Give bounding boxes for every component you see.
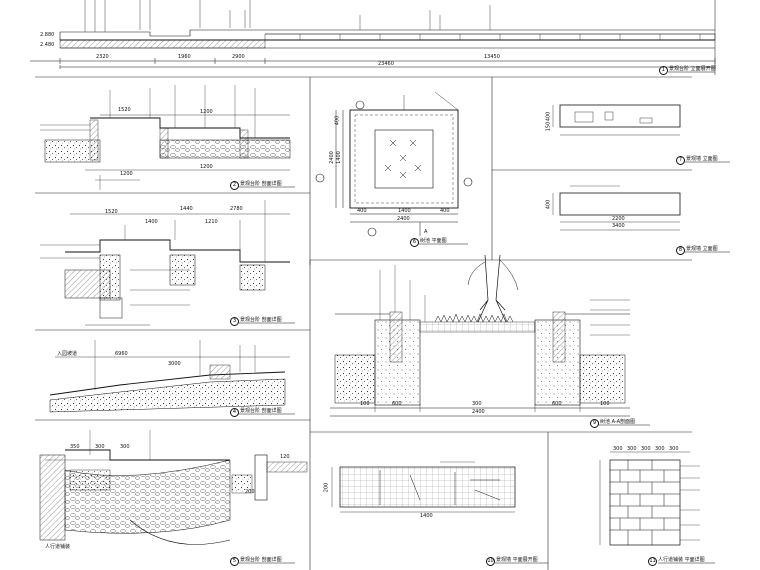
sec2-dim: 1200	[200, 109, 213, 115]
wall2-dim: 400	[545, 199, 552, 210]
title-2: 景观台阶 剖面详图	[240, 181, 282, 187]
sec4-dim: 6960	[115, 351, 128, 357]
plan-dim-v: 1400	[335, 151, 342, 164]
elev-level-2: 2.480	[40, 42, 55, 48]
plan-dim-v: 400	[334, 115, 341, 126]
pool-dim: 100	[360, 401, 370, 407]
title-10: 景观墙 平面展开图	[496, 557, 538, 563]
title-6: 树池 平面图	[420, 238, 447, 244]
pool-dim: 600	[552, 401, 562, 407]
sign-dim: 1400	[420, 513, 433, 519]
plan-dim: 400	[440, 208, 450, 214]
sign-dim: 200	[323, 482, 330, 493]
pool-dim: 300	[472, 401, 482, 407]
sec2-dim: 1520	[118, 107, 131, 113]
title-number-7: 7	[676, 156, 685, 165]
step-section-2	[40, 200, 290, 326]
paving-label: 人行道铺装	[45, 544, 71, 550]
title-number-8: 8	[676, 246, 685, 255]
tree-pool-plan	[315, 91, 473, 237]
sec5-dim: 200	[245, 489, 255, 495]
elev-dim: 2320	[96, 54, 109, 60]
plan-dim-v: 2400	[328, 151, 335, 164]
section-marker: A	[424, 229, 428, 235]
title-number-5: 5	[230, 557, 239, 566]
sec3-dim: 1440	[180, 206, 193, 212]
title-8: 景观墙 立面图	[686, 246, 718, 252]
title-4: 景观台阶 剖面详图	[240, 408, 282, 414]
wall2-dim: 2200	[612, 216, 625, 222]
paving-dim: 300	[655, 446, 665, 452]
ramp-label: 入园坡道	[57, 351, 78, 357]
ramp-section	[49, 340, 290, 413]
pool-dim: 100	[600, 401, 610, 407]
elev-dim-total: 23460	[378, 61, 394, 67]
sec4-dim: 3000	[168, 361, 181, 367]
paving-dim: 300	[669, 446, 679, 452]
title-7: 景观墙 立面图	[686, 156, 718, 162]
sec5-dim: 120	[280, 454, 290, 460]
paving-plan	[599, 451, 700, 546]
title-1: 景观台阶 立面展开图	[669, 66, 716, 72]
tree-pool-section	[330, 254, 630, 417]
title-number-10: 10	[486, 557, 495, 566]
title-11: 人行道铺装 平面详图	[658, 557, 705, 563]
elev-dim: 2900	[232, 54, 245, 60]
elev-level-1: 2.880	[40, 32, 55, 38]
paving-dim: 300	[627, 446, 637, 452]
plan-dim: 400	[357, 208, 367, 214]
boulder-section	[39, 430, 308, 545]
title-number-11: 11	[648, 557, 657, 566]
sec2-dim: 1200	[120, 171, 133, 177]
elevation-strip	[30, 0, 716, 75]
sign-panel	[331, 461, 516, 513]
pool-dim: 600	[392, 401, 402, 407]
sec3-dim: 1520	[105, 209, 118, 215]
sec5-dim: 350	[70, 444, 80, 450]
wall1-dim: 150	[545, 121, 552, 132]
sec3-dim: 1210	[205, 219, 218, 225]
sec5-dim: 300	[95, 444, 105, 450]
elev-dim: 13450	[484, 54, 500, 60]
title-number-2: 2	[230, 181, 239, 190]
sec5-dim: 300	[120, 444, 130, 450]
sec2-dim: 1200	[200, 164, 213, 170]
title-number-1: 1	[659, 66, 668, 75]
title-number-4: 4	[230, 408, 239, 417]
paving-dim: 300	[641, 446, 651, 452]
sec3-dim: 2780	[230, 206, 243, 212]
title-number-3: 3	[230, 317, 239, 326]
wall1-dim: 400	[545, 111, 552, 122]
elev-dim: 1960	[178, 54, 191, 60]
plan-dim: 2400	[397, 216, 410, 222]
title-9: 树池 A-A剖面图	[600, 419, 636, 425]
paving-dim: 300	[613, 446, 623, 452]
plan-dim: 1400	[398, 208, 411, 214]
title-3: 景观台阶 剖面详图	[240, 317, 282, 323]
wall2-dim: 3400	[612, 223, 625, 229]
title-5: 景观台阶 剖面详图	[240, 557, 282, 563]
sec3-dim: 1400	[145, 219, 158, 225]
wall-elevations	[552, 104, 681, 231]
title-number-6: 6	[410, 238, 419, 247]
title-number-9: 9	[590, 419, 599, 428]
pool-dim-total: 2400	[472, 409, 485, 415]
step-section-1	[40, 85, 291, 190]
